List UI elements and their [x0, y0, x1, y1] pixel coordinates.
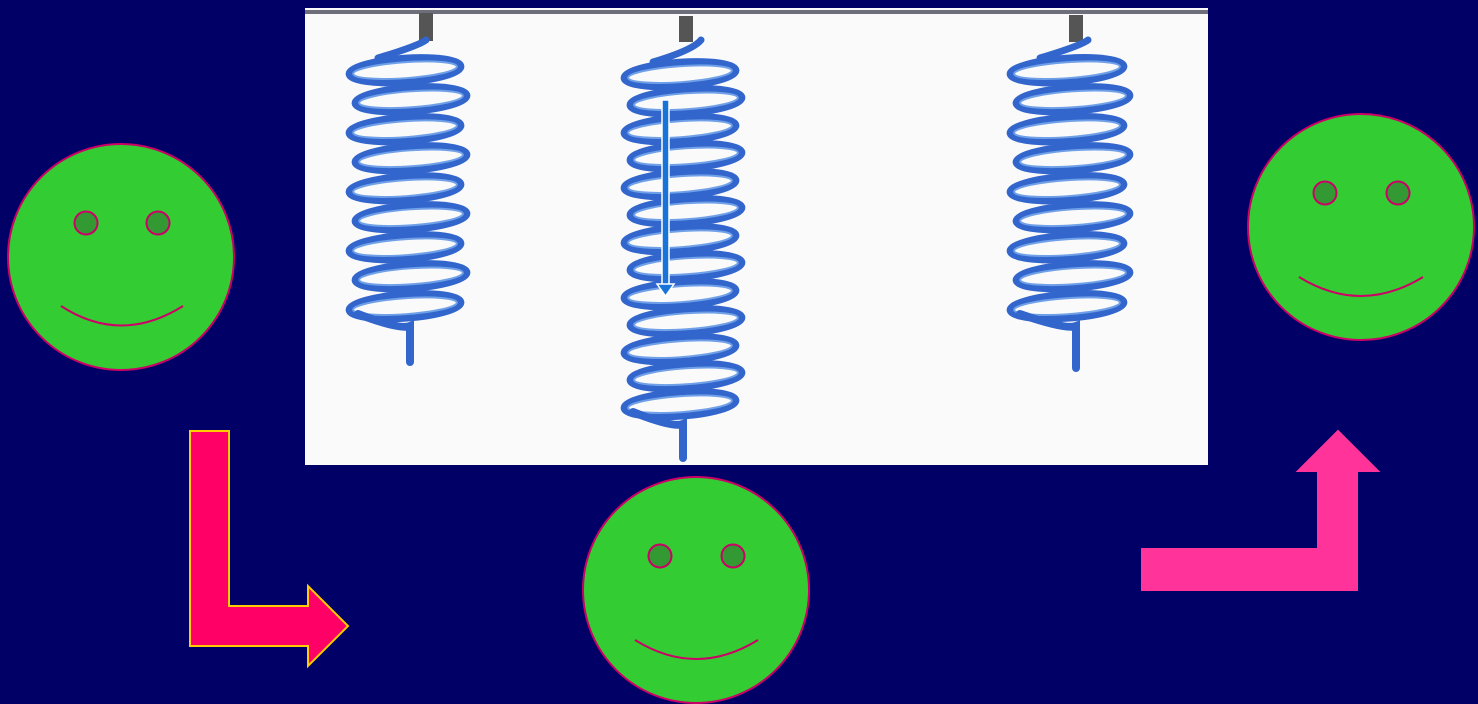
spring-coil [351, 260, 471, 293]
spring-coil [1012, 201, 1134, 234]
support-bar [305, 10, 1208, 14]
spring-coil-highlight [627, 284, 733, 304]
smile-mouth [634, 639, 759, 660]
spring-coil [1012, 83, 1134, 116]
spring-coil [626, 85, 746, 118]
face-circle [7, 143, 235, 371]
spring-coil-highlight [633, 311, 739, 332]
spring-coil-highlight [352, 60, 458, 80]
spring-coil [1006, 54, 1128, 87]
right-eye [720, 543, 746, 569]
spring-tail [629, 408, 687, 462]
spring-coil-highlight [352, 296, 458, 316]
spring-coil [351, 142, 471, 175]
displacement-arrow-head [655, 283, 676, 298]
spring-coil-highlight [1013, 178, 1121, 199]
spring-tail [354, 310, 414, 366]
spring-coil-highlight [1013, 119, 1121, 140]
spring-coil-highlight [1019, 89, 1127, 110]
spring-coil [626, 360, 746, 393]
spring-coil [1006, 113, 1128, 146]
spring-coil [1006, 290, 1128, 323]
spring-coil [351, 83, 471, 116]
spring-coil-highlight [358, 266, 464, 287]
right-eye [1385, 180, 1411, 206]
spring-coil-highlight [1013, 237, 1121, 258]
spring-coil-highlight [627, 339, 733, 359]
left-eye [73, 210, 99, 236]
spring-coils-right [1006, 36, 1134, 372]
spring-coil [345, 290, 465, 323]
spring-coil [345, 231, 465, 264]
spring-coil [1012, 142, 1134, 175]
spring-coil-highlight [633, 256, 739, 277]
spring-coil-highlight [1019, 207, 1127, 228]
spring-coil [1006, 172, 1128, 205]
spring-coil [345, 172, 465, 205]
spring-coil-highlight [1013, 60, 1121, 81]
displacement-arrow-shaft [661, 99, 670, 287]
spring-coils-left [345, 36, 471, 366]
spring-tail [1016, 310, 1080, 372]
smiley-face-icon [1247, 113, 1475, 341]
spring-left [345, 13, 471, 366]
spring-coil-highlight [633, 201, 739, 222]
spring-coil [1012, 260, 1134, 293]
smiley-face-icon [582, 476, 810, 704]
spring-coil-highlight [352, 237, 458, 257]
displacement-arrow-icon [655, 99, 676, 298]
smile-mouth [1298, 276, 1424, 297]
spring-right [1006, 15, 1134, 372]
spring-coil [345, 113, 465, 146]
spring-middle [620, 16, 746, 462]
spring-coil-highlight [633, 366, 739, 387]
face-circle [582, 476, 810, 704]
spring-coil-highlight [627, 119, 733, 139]
spring-coils-middle [620, 36, 746, 462]
spring-coil-highlight [352, 178, 458, 198]
spring-lead [1036, 36, 1092, 62]
left-eye [647, 543, 673, 569]
spring-coil [626, 305, 746, 338]
spring-coil-highlight [1019, 266, 1127, 287]
spring-lead [374, 36, 430, 62]
spring-coil-highlight [1019, 148, 1127, 169]
spring-coil [626, 195, 746, 228]
spring-coil-highlight [358, 89, 464, 110]
spring-coil [1006, 231, 1128, 264]
spring-coil [351, 201, 471, 234]
hook-middle [679, 16, 693, 42]
spring-coil-highlight [627, 229, 733, 249]
spring-coil [626, 250, 746, 283]
spring-coil-highlight [627, 394, 733, 414]
spring-coil-highlight [358, 207, 464, 228]
spring-coil [345, 54, 465, 87]
hook-left [419, 13, 433, 41]
hook-right [1069, 15, 1083, 42]
smile-mouth [60, 305, 184, 327]
spring-coil-highlight [352, 119, 458, 139]
corner-right-up-arrow-icon [1141, 429, 1381, 591]
spring-coil-highlight [1013, 296, 1121, 317]
smiley-face-icon [7, 143, 235, 371]
spring-coil-highlight [627, 174, 733, 194]
spring-coil-highlight [633, 146, 739, 167]
spring-coil-highlight [358, 148, 464, 169]
left-eye [1312, 180, 1338, 206]
spring-lead [649, 36, 705, 66]
corner-down-right-arrow-icon [189, 430, 350, 669]
spring-coil-highlight [627, 64, 733, 84]
right-eye [145, 210, 171, 236]
spring-coil-highlight [633, 91, 739, 112]
face-circle [1247, 113, 1475, 341]
spring-coil [626, 140, 746, 173]
spring-coil [620, 388, 740, 421]
spring-illustration [305, 8, 1208, 465]
